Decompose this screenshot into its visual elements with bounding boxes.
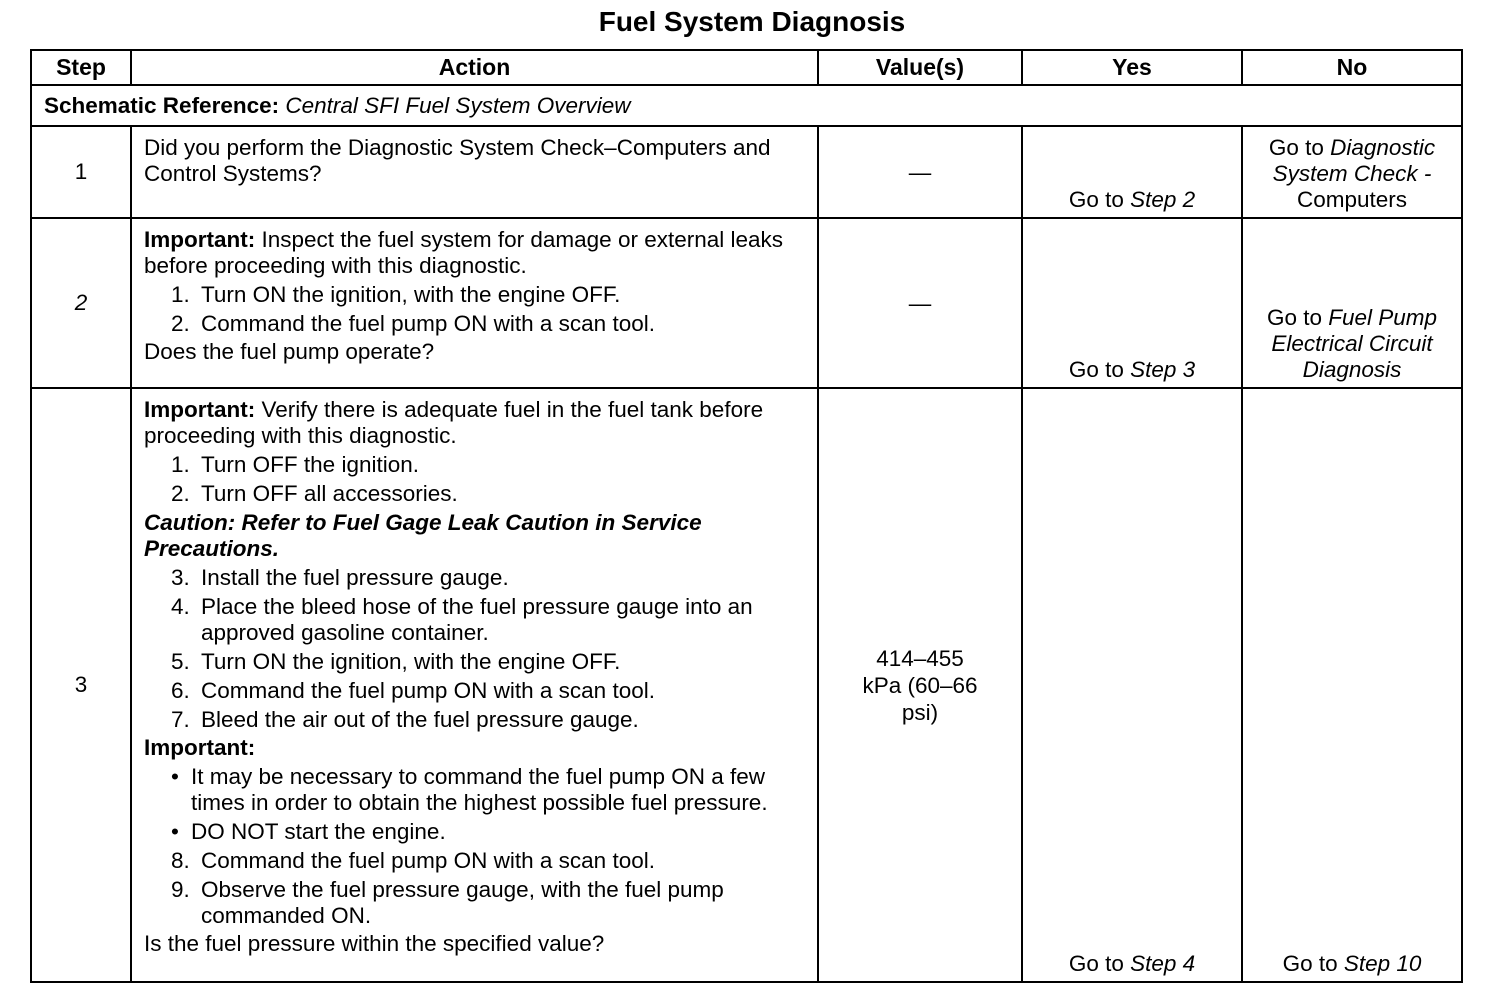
action-cell: Important: Inspect the fuel system for d… — [130, 217, 819, 389]
item-text: Command the fuel pump ON with a scan too… — [201, 678, 655, 703]
value-cell: — — [817, 125, 1023, 219]
step-number: 3 — [30, 387, 132, 983]
item-text: Turn ON the ignition, with the engine OF… — [201, 282, 621, 307]
item-text: Turn OFF the ignition. — [201, 452, 420, 477]
numbered-step: 9. Observe the fuel pressure gauge, with … — [144, 877, 805, 929]
important-label: Important: — [144, 397, 256, 422]
goto-prefix: Go to — [1068, 187, 1124, 212]
important-label: Important: — [144, 227, 256, 252]
caution-note: Caution: Refer to Fuel Gage Leak Caution… — [144, 510, 702, 561]
numbered-step: 3. Install the fuel pressure gauge. — [144, 565, 805, 591]
item-marker: 7. — [171, 707, 190, 732]
numbered-step: 6. Command the fuel pump ON with a scan t… — [144, 678, 805, 704]
item-text: Turn ON the ignition, with the engine OF… — [201, 649, 621, 674]
goto-prefix: Go to — [1266, 305, 1322, 330]
important-text: Verify there is adequate fuel in the fue… — [144, 397, 764, 448]
value-cell: — — [817, 217, 1023, 389]
action-text: Is the fuel pressure within the specifie… — [144, 931, 605, 956]
item-text: Turn OFF all accessories. — [201, 481, 458, 506]
item-marker: 1. — [171, 282, 190, 307]
item-text: It may be necessary to command the fuel … — [191, 764, 768, 815]
numbered-step: 2. Turn OFF all accessories. — [144, 481, 805, 507]
numbered-step: 8. Command the fuel pump ON with a scan t… — [144, 848, 805, 874]
numbered-step: 7. Bleed the air out of the fuel pressure… — [144, 707, 805, 733]
numbered-step: 1. Turn ON the ignition, with the engine … — [144, 282, 805, 308]
item-marker: 1. — [171, 452, 190, 477]
important-note: Important: Verify there is adequate fuel… — [144, 397, 805, 449]
item-marker: 8. — [171, 848, 190, 873]
item-marker: 9. — [171, 877, 190, 902]
goto-prefix: Go to — [1068, 951, 1124, 976]
header-no: No — [1241, 49, 1463, 86]
page-title: Fuel System Diagnosis — [598, 6, 906, 37]
yes-cell: Go to Step 3 — [1021, 217, 1243, 389]
goto-prefix: Go to — [1282, 951, 1338, 976]
goto-link[interactable]: Step 3 — [1130, 357, 1196, 382]
goto-link[interactable]: Diagnostic System Check - — [1272, 135, 1436, 186]
goto-link[interactable]: Step 4 — [1130, 951, 1196, 976]
action-text: Did you perform the Diagnostic System Ch… — [144, 135, 771, 186]
item-text: Bleed the air out of the fuel pressure g… — [201, 707, 639, 732]
bullet-item: • DO NOT start the engine. — [144, 819, 805, 845]
item-text: Observe the fuel pressure gauge, with th… — [201, 877, 724, 928]
action-cell: Important: Verify there is adequate fuel… — [130, 387, 819, 983]
step-number: 2 — [30, 217, 132, 389]
item-text: Command the fuel pump ON with a scan too… — [201, 311, 655, 336]
numbered-step: 1. Turn OFF the ignition. — [144, 452, 805, 478]
item-marker: 2. — [171, 311, 190, 336]
header-step: Step — [30, 49, 132, 86]
item-marker: 2. — [171, 481, 190, 506]
header-yes: Yes — [1021, 49, 1243, 86]
schematic-label: Schematic Reference: — [44, 92, 280, 118]
goto-prefix: Go to — [1068, 357, 1124, 382]
item-marker: 5. — [171, 649, 190, 674]
item-text: Install the fuel pressure gauge. — [201, 565, 509, 590]
item-marker: 4. — [171, 594, 190, 619]
item-text: Place the bleed hose of the fuel pressur… — [201, 594, 753, 645]
item-marker: 3. — [171, 565, 190, 590]
important-text: Inspect the fuel system for damage or ex… — [144, 227, 784, 278]
yes-cell: Go to Step 2 — [1021, 125, 1243, 219]
no-cell: Go to Fuel Pump Electrical Circuit Diagn… — [1241, 217, 1463, 389]
item-marker: • — [171, 819, 179, 844]
no-cell: Go to Diagnostic System Check -Computers — [1241, 125, 1463, 219]
header-values: Value(s) — [817, 49, 1023, 86]
goto-link[interactable]: Fuel Pump Electrical Circuit Diagnosis — [1271, 305, 1438, 382]
schematic-reference: Schematic Reference: Central SFI Fuel Sy… — [30, 84, 1463, 127]
header-action: Action — [130, 49, 819, 86]
important-note: Important: — [144, 735, 805, 761]
goto-prefix: Go to — [1268, 135, 1324, 160]
goto-link[interactable]: Step 2 — [1130, 187, 1196, 212]
item-marker: 6. — [171, 678, 190, 703]
step-number: 1 — [30, 125, 132, 219]
goto-suffix: Computers — [1296, 187, 1408, 212]
bullet-item: • It may be necessary to command the fuel… — [144, 764, 805, 816]
item-text: Command the fuel pump ON with a scan too… — [201, 848, 655, 873]
goto-link[interactable]: Step 10 — [1343, 951, 1422, 976]
action-text: Does the fuel pump operate? — [144, 339, 435, 364]
numbered-step: 4. Place the bleed hose of the fuel press… — [144, 594, 805, 646]
numbered-step: 2. Command the fuel pump ON with a scan t… — [144, 311, 805, 337]
yes-cell: Go to Step 4 — [1021, 387, 1243, 983]
action-cell: Did you perform the Diagnostic System Ch… — [130, 125, 819, 219]
item-text: DO NOT start the engine. — [191, 819, 446, 844]
schematic-row: Schematic Reference: Central SFI Fuel Sy… — [30, 84, 1463, 127]
no-cell: Go to Step 10 — [1241, 387, 1463, 983]
item-marker: • — [171, 764, 179, 789]
important-note: Important: Inspect the fuel system for d… — [144, 227, 805, 279]
schematic-link[interactable]: Central SFI Fuel System Overview — [285, 92, 631, 118]
numbered-step: 5. Turn ON the ignition, with the engine … — [144, 649, 805, 675]
header-row: Step Action Value(s) Yes No — [30, 49, 1463, 86]
diagnosis-table: Step Action Value(s) Yes No Schematic Re… — [30, 49, 1463, 983]
value-cell: 414–455 kPa (60–66 psi) — [817, 387, 1023, 983]
important-label: Important: — [144, 735, 256, 760]
